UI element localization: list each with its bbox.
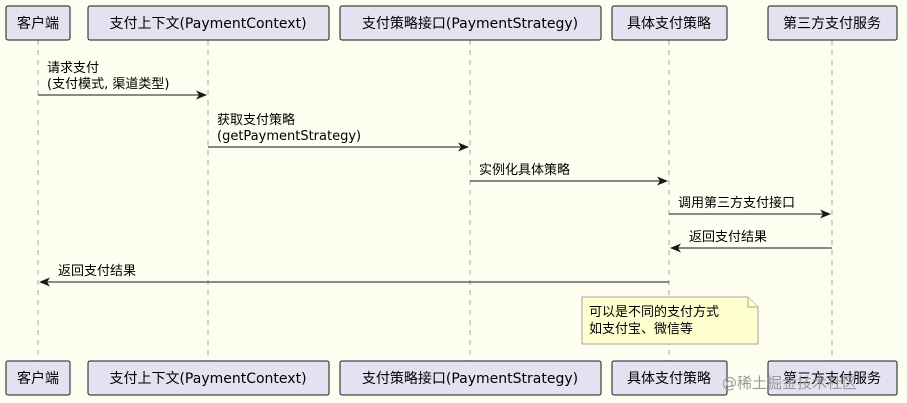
participant-label-third-bottom: 第三方支付服务: [783, 370, 881, 387]
participant-label-context-top: 支付上下文(PaymentContext): [109, 16, 306, 32]
message-arrowhead-5: [670, 243, 681, 253]
note-corner-fold: [747, 297, 758, 308]
note-text-line-1: 可以是不同的支付方式: [589, 304, 719, 320]
participant-label-concrete-bottom: 具体支付策略: [627, 370, 711, 387]
message-label-4-line-1: 调用第三方支付接口: [678, 195, 795, 211]
participant-label-client-bottom: 客户端: [17, 370, 59, 387]
participant-box-third-bottom: [767, 360, 898, 396]
message-arrowhead-1: [196, 90, 207, 100]
participant-label-client-top: 客户端: [17, 15, 59, 32]
message-label-3-line-1: 实例化具体策略: [479, 162, 570, 178]
participant-label-strategy_if-top: 支付策略接口(PaymentStrategy): [362, 15, 578, 32]
participant-box-strategy_if-top: [339, 5, 602, 41]
participant-box-context-top: [87, 5, 330, 41]
participant-box-third-top: [767, 5, 898, 41]
message-arrowhead-2: [458, 142, 469, 152]
participant-label-concrete-top: 具体支付策略: [627, 15, 711, 32]
participant-box-concrete-top: [611, 5, 728, 41]
watermark: @稀土掘金技术社区: [722, 374, 857, 392]
note-box: [581, 296, 759, 345]
participant-box-client-bottom: [5, 360, 71, 396]
message-label-5-line-1: 返回支付结果: [689, 230, 767, 245]
participant-label-third-top: 第三方支付服务: [783, 15, 881, 32]
message-label-1-line-2: (支付模式, 渠道类型): [47, 77, 169, 92]
participant-box-strategy_if-bottom: [339, 360, 602, 396]
message-arrowhead-6: [39, 277, 50, 287]
note-text-line-2: 如支付宝、微信等: [589, 321, 693, 337]
message-label-2-line-1: 获取支付策略: [217, 112, 295, 128]
participant-box-concrete-bottom: [611, 360, 728, 396]
participant-label-strategy_if-bottom: 支付策略接口(PaymentStrategy): [362, 370, 578, 387]
message-label-6-line-1: 返回支付结果: [58, 264, 136, 279]
participant-box-context-bottom: [87, 360, 330, 396]
message-label-1-line-1: 请求支付: [47, 61, 99, 76]
participant-label-context-bottom: 支付上下文(PaymentContext): [109, 371, 306, 387]
message-arrowhead-4: [820, 209, 831, 219]
message-label-2-line-2: (getPaymentStrategy): [217, 129, 361, 144]
message-arrowhead-3: [657, 176, 668, 186]
participant-box-client-top: [5, 5, 71, 41]
